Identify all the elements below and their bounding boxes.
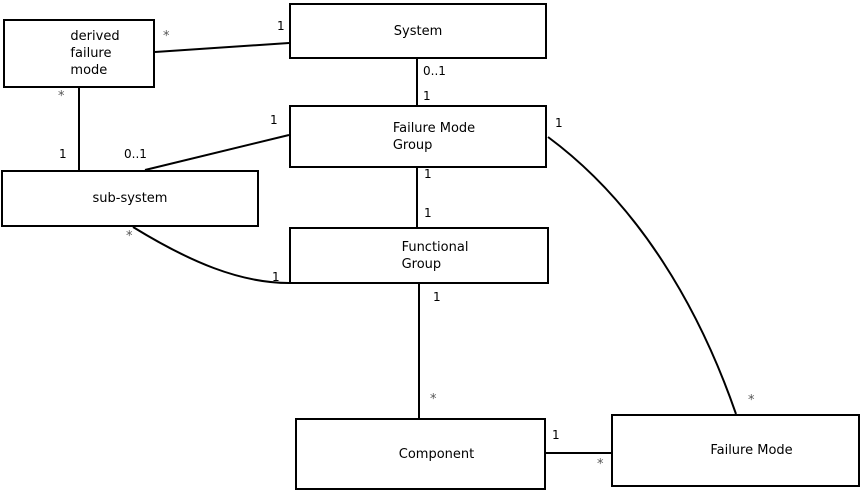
multiplicity-label-fmgroup-to-failuremode-one: 1 <box>555 116 563 130</box>
multiplicity-label-fmgroup-from-subsystem-one: 1 <box>270 113 278 127</box>
class-box-component[interactable]: Component <box>295 418 546 490</box>
multiplicity-label-funcgroup-to-component-one: 1 <box>433 290 441 304</box>
edge-sub-system-to-failure-mode-group <box>144 134 290 171</box>
multiplicity-label-failuremode-from-fmgroup-star: * <box>748 393 755 408</box>
class-box-failure-mode[interactable]: Failure Mode <box>611 414 860 487</box>
multiplicity-label-subsystem-to-fmgroup-zeroone: 0..1 <box>124 147 147 161</box>
multiplicity-label-funcgroup-from-fmgroup-one: 1 <box>424 206 432 220</box>
class-box-functional-group[interactable]: Functional Group <box>289 227 549 284</box>
multiplicity-label-component-to-failuremode-one: 1 <box>552 428 560 442</box>
class-box-sub-system[interactable]: sub-system <box>1 170 259 227</box>
multiplicity-label-failuremode-from-comp-star: * <box>597 457 604 472</box>
class-box-failure-mode-group[interactable]: Failure Mode Group <box>289 105 547 168</box>
class-name-failure-mode: Failure Mode <box>710 443 793 458</box>
multiplicity-label-system-to-fmgroup-zeroone: 0..1 <box>423 64 446 78</box>
edge-sub-system-to-functional-group <box>132 226 290 284</box>
multiplicity-label-system-from-derived-one: 1 <box>277 19 285 33</box>
class-name-failure-mode-group: Failure Mode Group <box>392 120 476 153</box>
multiplicity-label-subsystem-from-derived-one: 1 <box>59 147 67 161</box>
multiplicity-label-funcgroup-from-subsys-one: 1 <box>272 270 280 284</box>
class-name-derived-failure-mode: derived failure mode <box>70 29 120 78</box>
class-name-component: Component <box>398 446 475 462</box>
multiplicity-label-fmgroup-to-funcgroup-one: 1 <box>424 167 432 181</box>
class-name-functional-group: Functional Group <box>401 239 469 272</box>
multiplicity-label-component-from-funcgroup-star: * <box>430 392 437 407</box>
multiplicity-label-derived-to-subsystem-star: * <box>58 89 65 104</box>
multiplicity-label-subsystem-to-funcgroup-star: * <box>126 229 133 244</box>
class-box-system[interactable]: System <box>289 3 547 59</box>
multiplicity-label-derived-to-system-star: * <box>163 29 170 44</box>
class-name-system: System <box>393 23 443 39</box>
class-box-derived-failure-mode[interactable]: derived failure mode <box>3 19 155 88</box>
edge-derived-failure-mode-to-system <box>154 42 290 53</box>
edge-failure-mode-group-to-failure-mode <box>547 136 737 415</box>
multiplicity-label-fmgroup-from-system-one: 1 <box>423 89 431 103</box>
class-name-sub-system: sub-system <box>92 191 168 206</box>
